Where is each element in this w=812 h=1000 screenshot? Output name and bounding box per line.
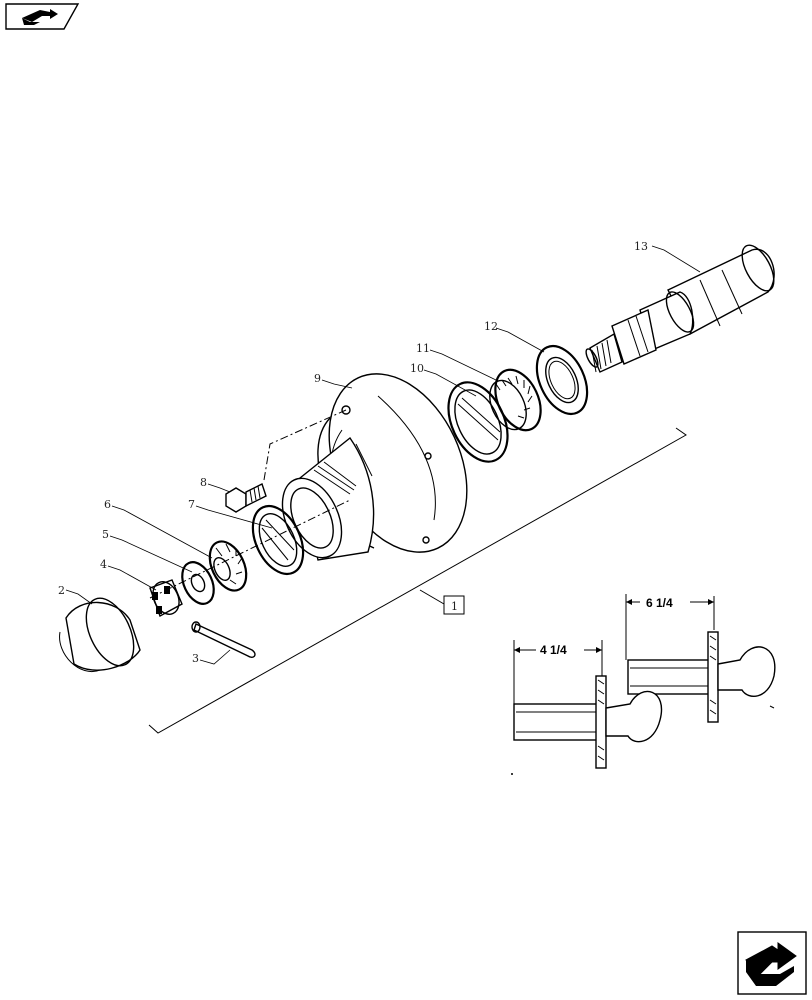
centerlines xyxy=(149,409,351,599)
callout-6: 6 xyxy=(104,498,111,511)
callout-13: 13 xyxy=(634,240,648,253)
callout-2: 2 xyxy=(58,584,65,597)
outer-bearing-cone[interactable] xyxy=(203,536,254,597)
inner-bearing-cup[interactable] xyxy=(437,373,520,471)
inner-bearing-cone[interactable] xyxy=(483,363,550,438)
leader-lines xyxy=(65,245,701,665)
callout-3: 3 xyxy=(192,652,199,665)
hub-cap[interactable] xyxy=(59,591,144,673)
callout-12: 12 xyxy=(484,320,498,333)
callout-8: 8 xyxy=(200,476,207,489)
grease-fitting-bolt[interactable] xyxy=(225,483,267,513)
callout-9: 9 xyxy=(314,372,321,385)
outer-bearing-cup[interactable] xyxy=(243,498,313,582)
callout-1: 1 xyxy=(451,600,458,613)
spindle[interactable] xyxy=(584,240,781,373)
callout-labels: 1 2 3 4 5 6 7 8 9 10 11 12 13 xyxy=(58,240,648,665)
washer[interactable] xyxy=(176,557,220,609)
inset-short-hub: 4 1/4 xyxy=(511,640,663,775)
cotter-pin[interactable] xyxy=(191,621,256,659)
callout-1-box xyxy=(443,595,465,615)
callout-10: 10 xyxy=(410,362,424,375)
assembly-bracket xyxy=(148,427,687,734)
next-page-icon[interactable] xyxy=(737,931,807,995)
dimension-short: 4 1/4 xyxy=(540,643,567,657)
hub[interactable] xyxy=(271,352,494,575)
dimension-long: 6 1/4 xyxy=(646,596,673,610)
seal[interactable] xyxy=(527,338,597,422)
inset-long-hub: 6 1/4 xyxy=(625,594,776,723)
callout-5: 5 xyxy=(102,528,109,541)
callout-4: 4 xyxy=(100,558,107,571)
previous-page-icon[interactable] xyxy=(5,3,80,30)
callout-7: 7 xyxy=(188,498,195,511)
callout-11: 11 xyxy=(416,342,430,355)
